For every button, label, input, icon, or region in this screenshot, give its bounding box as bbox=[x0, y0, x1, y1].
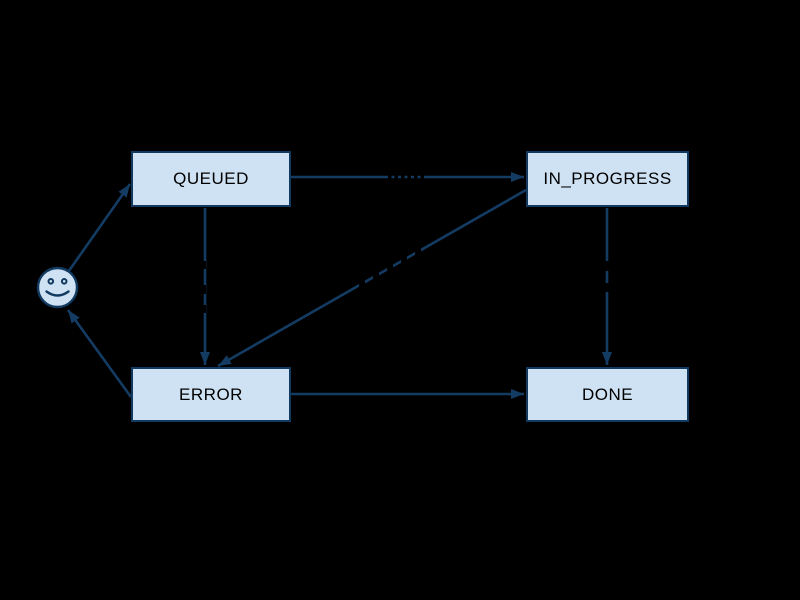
state-node-queued: QUEUED bbox=[131, 151, 291, 207]
edge-inprogress-to-error bbox=[217, 188, 527, 368]
state-node-done: DONE bbox=[526, 367, 689, 422]
smiley-left-eye bbox=[47, 278, 55, 285]
illegible-edge-label bbox=[603, 261, 610, 292]
edge-start-to-queued bbox=[67, 183, 132, 273]
illegible-edge-label bbox=[359, 248, 421, 287]
start-state-smiley-icon bbox=[36, 266, 79, 309]
state-node-error: ERROR bbox=[131, 367, 291, 422]
illegible-edge-label bbox=[199, 261, 206, 313]
edge-error-to-start bbox=[66, 309, 133, 398]
state-node-in-progress: IN_PROGRESS bbox=[526, 151, 689, 207]
smiley-mouth bbox=[45, 290, 70, 297]
smiley-right-eye bbox=[60, 278, 68, 285]
illegible-edge-label bbox=[388, 171, 424, 180]
